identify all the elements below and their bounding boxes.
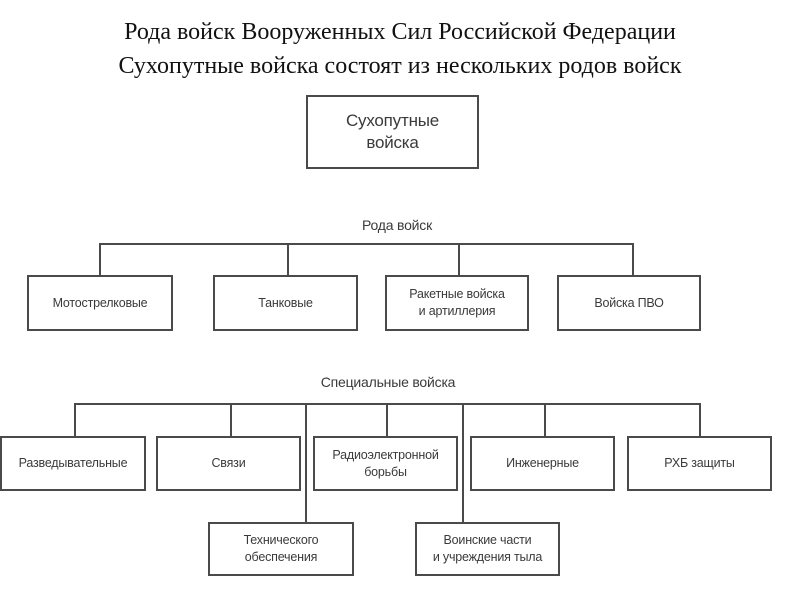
special-box-rear-units: Воинские части и учреждения тыла — [415, 522, 560, 576]
root-box-ground-forces: Сухопутные войска — [306, 95, 479, 169]
special-box-engineering: Инженерные — [470, 436, 615, 491]
special-box-reconnaissance: Разведывательные — [0, 436, 146, 491]
diagram-title-line-2: Сухопутные войска состоят из нескольких … — [118, 53, 682, 79]
special-box-technical-support: Технического обеспечения — [208, 522, 354, 576]
special-box-signals: Связи — [156, 436, 301, 491]
branch-box-tank: Танковые — [213, 275, 358, 331]
branch-box-air-defense: Войска ПВО — [557, 275, 701, 331]
branches-group-label: Рода войск — [361, 217, 433, 233]
special-group-label: Специальные войска — [320, 374, 456, 390]
special-box-electronic-warfare: Радиоэлектронной борьбы — [313, 436, 458, 491]
special-box-nbc-protection: РХБ защиты — [627, 436, 772, 491]
branch-box-motorized-rifle: Мотострелковые — [27, 275, 173, 331]
diagram-title-line-1: Рода войск Вооруженных Сил Российской Фе… — [124, 19, 676, 45]
branch-box-missile-artillery: Ракетные войска и артиллерия — [385, 275, 529, 331]
